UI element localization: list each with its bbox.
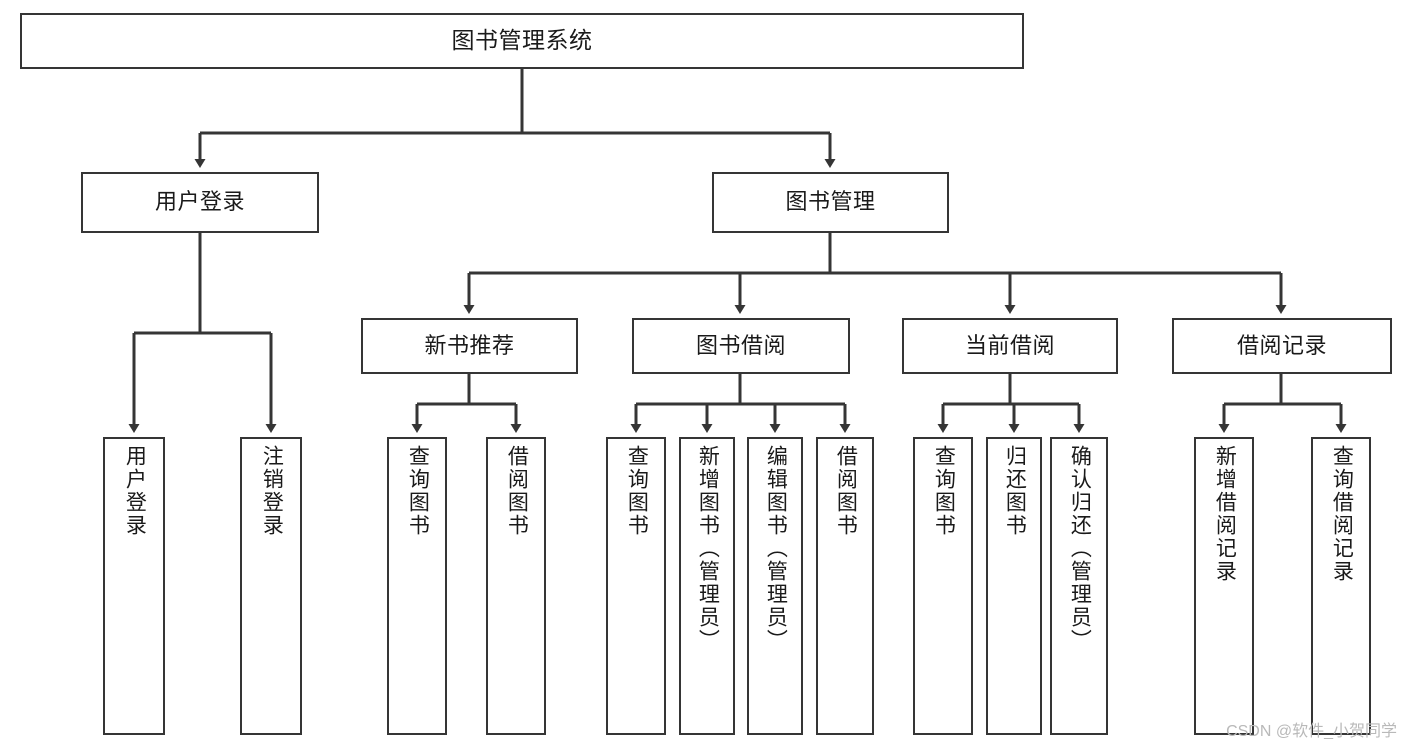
node-leaf-borrow-book-1-label: 借阅图书 <box>505 445 529 537</box>
node-leaf-borrow-book-2-label: 借阅图书 <box>834 445 858 537</box>
node-leaf-borrow-book-2[interactable]: 借阅图书 <box>816 437 874 735</box>
node-leaf-confirm-return-label: 确认归还（管理员） <box>1068 445 1092 652</box>
node-leaf-user-login-label: 用户登录 <box>123 445 147 537</box>
node-borrow-record[interactable]: 借阅记录 <box>1172 318 1392 374</box>
node-root-label: 图书管理系统 <box>451 27 593 54</box>
node-new-book-rec[interactable]: 新书推荐 <box>361 318 578 374</box>
node-book-manage[interactable]: 图书管理 <box>712 172 949 233</box>
node-current-borrow[interactable]: 当前借阅 <box>902 318 1118 374</box>
node-leaf-add-record[interactable]: 新增借阅记录 <box>1194 437 1254 735</box>
csdn-watermark: CSDN @软件_小贺同学 <box>1226 723 1397 740</box>
node-leaf-query-book-2-label: 查询图书 <box>625 445 649 537</box>
node-leaf-borrow-book-1[interactable]: 借阅图书 <box>486 437 546 735</box>
node-leaf-query-book-3[interactable]: 查询图书 <box>913 437 973 735</box>
node-leaf-edit-book-label: 编辑图书（管理员） <box>764 445 788 652</box>
node-book-manage-label: 图书管理 <box>785 189 876 215</box>
node-leaf-edit-book[interactable]: 编辑图书（管理员） <box>747 437 803 735</box>
node-leaf-query-book-1[interactable]: 查询图书 <box>387 437 447 735</box>
node-leaf-add-book[interactable]: 新增图书（管理员） <box>679 437 735 735</box>
node-leaf-query-record-label: 查询借阅记录 <box>1330 445 1354 583</box>
node-current-borrow-label: 当前借阅 <box>964 332 1055 358</box>
node-leaf-query-book-1-label: 查询图书 <box>406 445 430 537</box>
node-book-borrow[interactable]: 图书借阅 <box>632 318 850 374</box>
node-leaf-add-record-label: 新增借阅记录 <box>1213 445 1237 583</box>
node-leaf-return-book-label: 归还图书 <box>1003 445 1027 537</box>
node-leaf-query-book-3-label: 查询图书 <box>932 445 956 537</box>
node-new-book-rec-label: 新书推荐 <box>424 332 515 358</box>
node-leaf-return-book[interactable]: 归还图书 <box>986 437 1042 735</box>
node-leaf-logout[interactable]: 注销登录 <box>240 437 302 735</box>
node-leaf-query-book-2[interactable]: 查询图书 <box>606 437 666 735</box>
node-book-borrow-label: 图书借阅 <box>695 332 786 358</box>
node-borrow-record-label: 借阅记录 <box>1236 332 1327 358</box>
node-root[interactable]: 图书管理系统 <box>20 13 1024 69</box>
node-user-login[interactable]: 用户登录 <box>81 172 319 233</box>
node-leaf-add-book-label: 新增图书（管理员） <box>696 445 720 652</box>
node-leaf-query-record[interactable]: 查询借阅记录 <box>1311 437 1371 735</box>
node-leaf-user-login[interactable]: 用户登录 <box>103 437 165 735</box>
node-leaf-confirm-return[interactable]: 确认归还（管理员） <box>1050 437 1108 735</box>
node-user-login-label: 用户登录 <box>154 189 245 215</box>
node-leaf-logout-label: 注销登录 <box>260 445 284 537</box>
